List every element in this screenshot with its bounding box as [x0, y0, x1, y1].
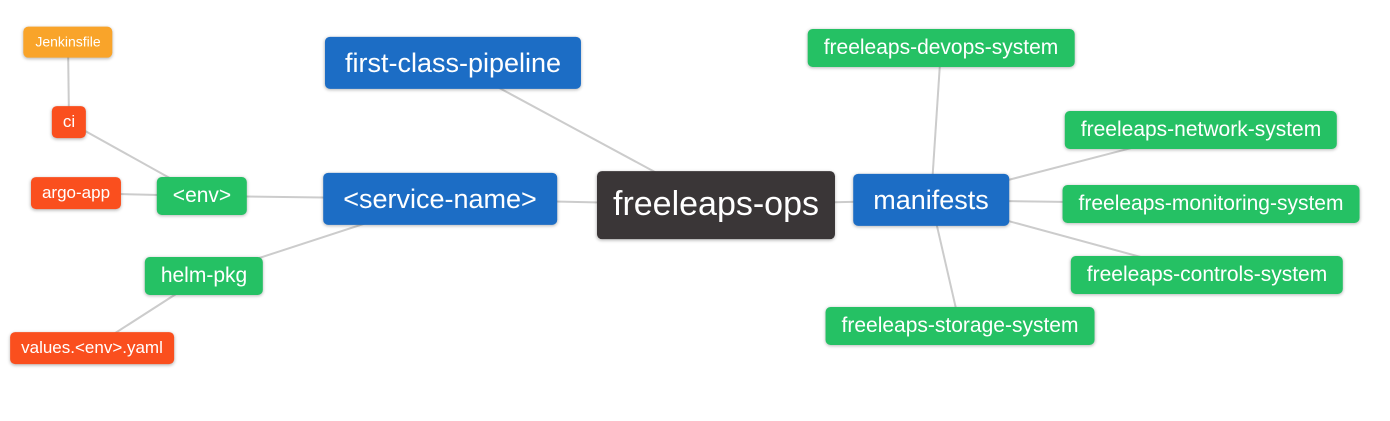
- node-values-env-yaml[interactable]: values.<env>.yaml: [10, 332, 174, 364]
- node-helm-pkg[interactable]: helm-pkg: [144, 256, 264, 296]
- node-freeleaps-ops-root[interactable]: freeleaps-ops: [596, 171, 836, 239]
- node-jenkinsfile[interactable]: Jenkinsfile: [23, 26, 113, 58]
- node-service-name[interactable]: <service-name>: [323, 172, 557, 226]
- node-env[interactable]: <env>: [156, 176, 248, 216]
- node-freeleaps-controls-system[interactable]: freeleaps-controls-system: [1070, 255, 1344, 295]
- node-freeleaps-storage-system[interactable]: freeleaps-storage-system: [825, 306, 1095, 346]
- node-freeleaps-network-system[interactable]: freeleaps-network-system: [1064, 110, 1338, 150]
- node-argo-app[interactable]: argo-app: [30, 177, 122, 209]
- node-first-class-pipeline[interactable]: first-class-pipeline: [324, 36, 582, 90]
- node-manifests[interactable]: manifests: [853, 173, 1009, 227]
- node-freeleaps-monitoring-system[interactable]: freeleaps-monitoring-system: [1062, 184, 1360, 224]
- node-freeleaps-devops-system[interactable]: freeleaps-devops-system: [807, 28, 1075, 68]
- node-ci[interactable]: ci: [51, 106, 87, 138]
